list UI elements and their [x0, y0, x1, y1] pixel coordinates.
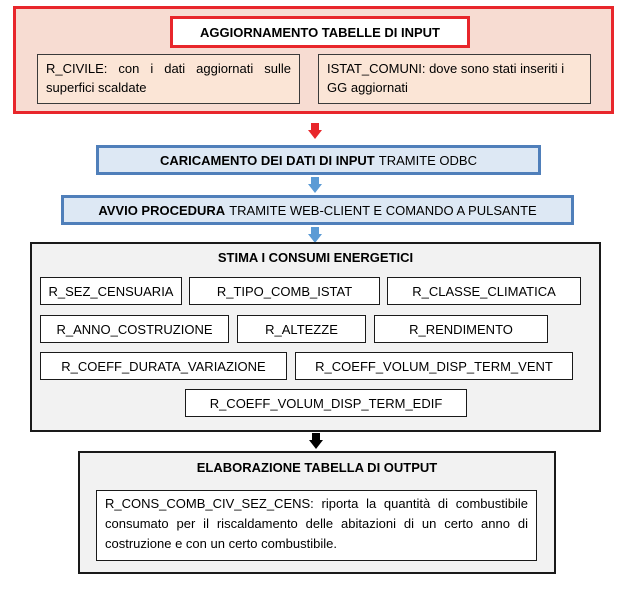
- arrow-down-icon: [309, 433, 323, 449]
- istat-comuni-box: ISTAT_COMUNI: dove sono stati inseriti i…: [318, 54, 591, 104]
- procedure-launch-step-text: TRAMITE WEB-CLIENT E COMANDO A PULSANTE: [229, 202, 537, 218]
- table-tag: R_TIPO_COMB_ISTAT: [189, 277, 380, 305]
- arrow-down-icon: [308, 227, 322, 243]
- arrow-down-icon: [308, 177, 322, 193]
- table-tag: R_COEFF_VOLUM_DISP_TERM_EDIF: [185, 389, 467, 417]
- table-tag: R_RENDIMENTO: [374, 315, 548, 343]
- input-tables-title: AGGIORNAMENTO TABELLE DI INPUT: [170, 16, 470, 48]
- table-tag: R_ALTEZZE: [237, 315, 366, 343]
- output-table-description: R_CONS_COMB_CIV_SEZ_CENS: riporta la qua…: [96, 490, 537, 561]
- procedure-launch-step-bold: AVVIO PROCEDURA: [98, 202, 226, 218]
- arrow-down-icon: [308, 123, 322, 139]
- data-loading-step: CARICAMENTO DEI DATI DI INPUT TRAMITE OD…: [96, 145, 541, 175]
- table-tag: R_CLASSE_CLIMATICA: [387, 277, 581, 305]
- output-section-title: ELABORAZIONE TABELLA DI OUTPUT: [196, 460, 438, 475]
- data-loading-step-bold: CARICAMENTO DEI DATI DI INPUT: [160, 152, 375, 168]
- table-tag: R_SEZ_CENSUARIA: [40, 277, 182, 305]
- table-tag: R_COEFF_VOLUM_DISP_TERM_VENT: [295, 352, 573, 380]
- r-civile-box: R_CIVILE: con i dati aggiornati sulle su…: [37, 54, 300, 104]
- data-loading-step-text: TRAMITE ODBC: [378, 152, 477, 168]
- procedure-launch-step: AVVIO PROCEDURA TRAMITE WEB-CLIENT E COM…: [61, 195, 574, 225]
- table-tag: R_COEFF_DURATA_VARIAZIONE: [40, 352, 287, 380]
- energy-estimate-title: STIMA I CONSUMI ENERGETICI: [217, 250, 414, 265]
- table-tag: R_ANNO_COSTRUZIONE: [40, 315, 229, 343]
